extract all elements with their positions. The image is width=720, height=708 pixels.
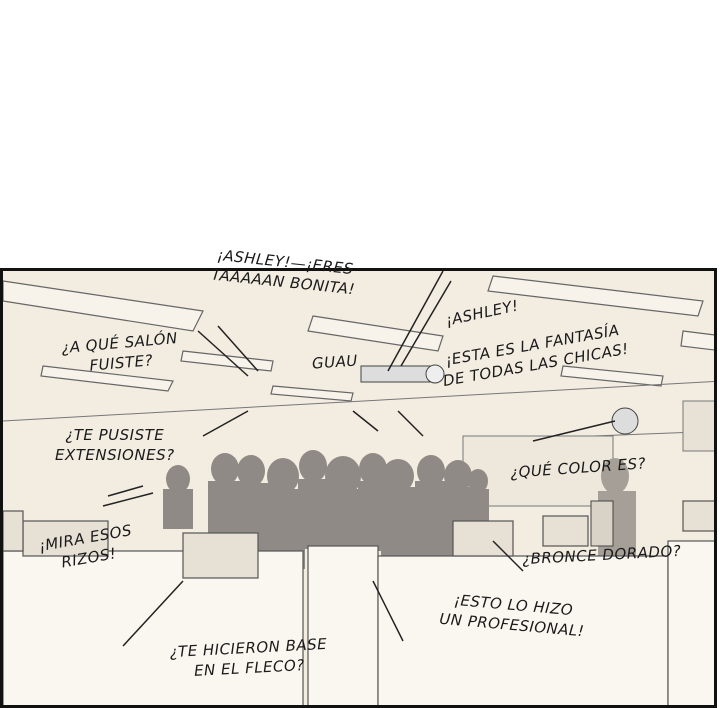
projector: [360, 364, 445, 384]
ceiling-lights: [3, 275, 714, 402]
wall-fan: [611, 407, 639, 435]
speech-extensiones: ¿TE PUSISTE EXTENSIONES?: [55, 425, 175, 465]
speech-line: EXTENSIONES?: [55, 446, 175, 464]
speech-fleco: ¿TE HICIERON BASE EN EL FLECO?: [169, 634, 329, 682]
comic-panel: [0, 268, 717, 708]
speed-lines: [102, 271, 616, 647]
classroom-illustration: [3, 271, 714, 705]
speech-guau: GUAU: [311, 351, 359, 373]
speech-line: ¿TE PUSISTE: [65, 426, 165, 444]
desks: [3, 500, 714, 705]
